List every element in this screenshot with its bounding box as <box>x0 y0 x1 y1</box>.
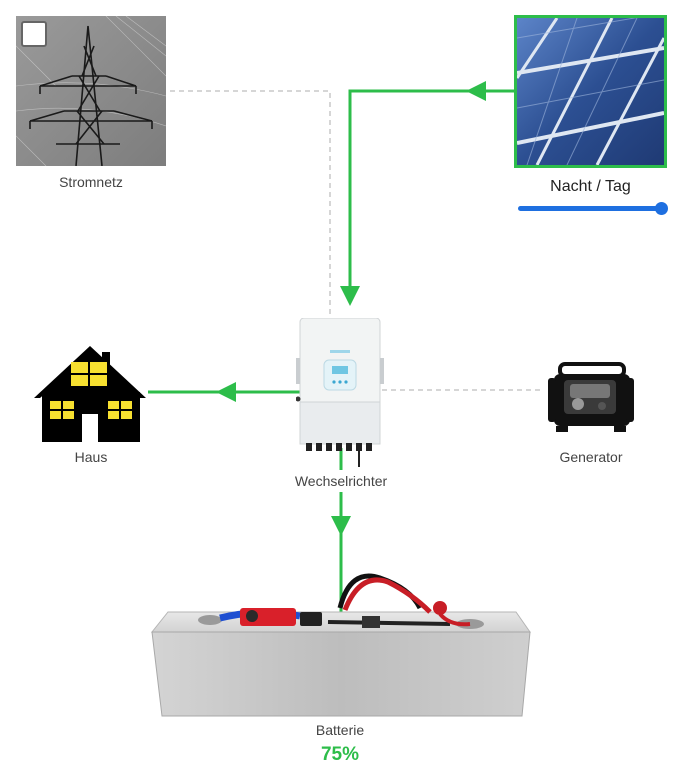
grid-label: Stromnetz <box>59 174 123 190</box>
house-label: Haus <box>74 449 108 465</box>
grid-flow-line <box>170 90 331 318</box>
day-night-slider-track[interactable] <box>518 206 661 211</box>
house-icon <box>34 342 148 447</box>
battery-label: Batterie <box>315 722 365 738</box>
power-pylon-icon <box>16 16 166 166</box>
solar-panel-icon <box>517 18 664 165</box>
solar-flow-line <box>348 89 514 300</box>
generator-icon <box>546 356 636 441</box>
generator-label: Generator <box>559 449 623 465</box>
inverter-label: Wechselrichter <box>294 473 388 489</box>
solar-tile <box>514 15 667 168</box>
battery-level-text: 75% <box>320 744 360 765</box>
solar-flow-arrow <box>466 81 486 101</box>
solar-inverter-arrow <box>340 286 360 306</box>
day-night-slider-thumb[interactable] <box>654 202 668 215</box>
grid-connect-checkbox[interactable] <box>21 21 47 47</box>
battery-flow-arrow <box>331 516 351 536</box>
house-flow-arrow <box>216 382 236 402</box>
solar-label: Nacht / Tag <box>550 178 631 195</box>
battery-pack-icon <box>150 568 532 723</box>
inverter-icon <box>295 317 386 473</box>
grid-tile <box>16 16 166 166</box>
